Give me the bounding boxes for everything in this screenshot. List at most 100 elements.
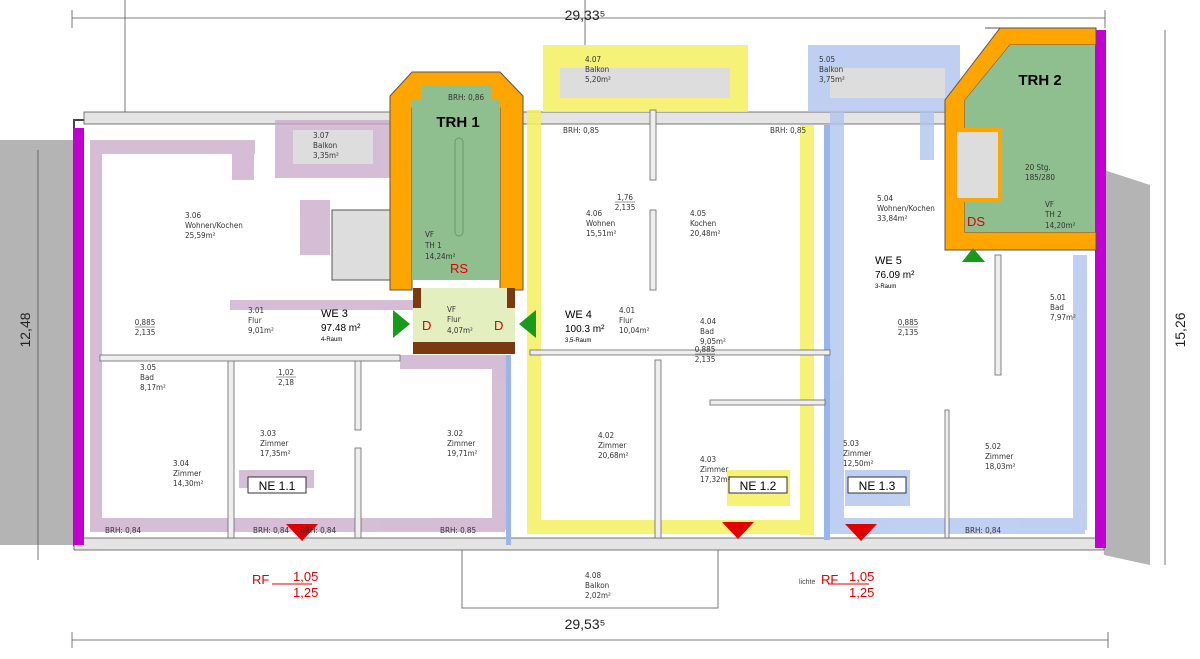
dimension-top: 29,33⁵	[565, 7, 606, 23]
room-number: 5.04	[877, 194, 893, 203]
room-number: 3.04	[173, 459, 189, 468]
balcony-5-05-floor	[830, 68, 945, 98]
room-area: 15,51m²	[586, 229, 617, 238]
room-area: 9,05m²	[700, 337, 726, 346]
room-name: Flur	[619, 316, 633, 325]
room-number: 4.07	[585, 55, 601, 64]
unit-name: WE 4	[565, 309, 592, 321]
balcony-3-07-floor	[293, 130, 373, 164]
room-name: Zimmer	[260, 439, 288, 448]
parapet-height: BRH: 0,84	[105, 526, 142, 535]
rf-1-width: 1,05	[293, 569, 318, 584]
stair-1-label: VF	[425, 230, 434, 239]
ne-label-2: NE 1.2	[740, 479, 777, 493]
party-wall-we4-we5	[824, 125, 830, 540]
room-name: Wohnen/Kochen	[185, 221, 243, 230]
stair-1-room: TH 1	[424, 241, 442, 250]
vestibule-wall-bottom	[413, 342, 515, 354]
rf-2-label: RF	[821, 572, 838, 587]
unit-area: 100.3 m²	[565, 324, 605, 335]
firewall-left	[73, 128, 84, 545]
room-number: 5.05	[819, 55, 835, 64]
vestibule-area: 4,07m²	[447, 326, 473, 335]
room-name: Wohnen	[586, 219, 615, 228]
unit-we5: WE 5 76.09 m² 3-Raum	[875, 255, 915, 290]
door-height: 2,135	[695, 355, 716, 364]
door-size-labels: 0,8852,1351,762,1350,8852,1350,8852,1351…	[135, 193, 919, 387]
dimension-lines	[37, 0, 1166, 648]
room-name: Bad	[140, 373, 154, 382]
parapet-height: BRH: 0,85	[770, 126, 806, 135]
vestibule-name: Flur	[447, 315, 461, 324]
room-number: 5.01	[1050, 293, 1066, 302]
stair-1-title: TRH 1	[436, 114, 479, 131]
ne-label-3: NE 1.3	[859, 479, 896, 493]
room-number: 3.07	[313, 131, 329, 140]
vestibule-door-left: D	[422, 318, 431, 333]
parapet-height: BRH: 0,86	[448, 93, 485, 102]
dimension-left: 12,48	[17, 312, 33, 347]
room-number: 5.03	[843, 439, 859, 448]
door-height: 2,135	[615, 203, 636, 212]
entry-icon-we5	[962, 248, 985, 262]
door-height: 2,135	[898, 328, 919, 337]
room-name: Balkon	[313, 141, 337, 150]
balcony-4-07-floor	[560, 68, 730, 98]
room-area: 20,68m²	[598, 451, 629, 460]
room-area: 3,75m²	[819, 75, 845, 84]
stair-1-floor	[412, 100, 500, 280]
room-name: Kochen	[690, 219, 716, 228]
stair-2-label: VF	[1045, 200, 1054, 209]
room-area: 19,71m²	[447, 449, 478, 458]
stair-2-area: 14,20m²	[1045, 221, 1076, 230]
room-area: 33,84m²	[877, 214, 908, 223]
rescue-window-icon-ne12	[722, 522, 754, 539]
room-number: 3.02	[447, 429, 463, 438]
unit-name: WE 3	[321, 308, 348, 320]
parapet-height: BRH: 0,84	[253, 526, 290, 535]
room-number: 4.01	[619, 306, 635, 315]
room-name: Balkon	[585, 581, 609, 590]
door-width: 1,02	[278, 368, 294, 377]
room-number: 3.06	[185, 211, 201, 220]
room-area: 12,50m²	[843, 459, 874, 468]
room-area: 3,35m²	[313, 151, 339, 160]
unit-type: 3,5-Raum	[565, 338, 591, 344]
room-name: Bad	[1050, 303, 1064, 312]
unit-area: 97.48 m²	[321, 323, 361, 334]
vestibule-wall-left	[413, 288, 421, 308]
elevator-shaft-2	[953, 128, 1002, 202]
room-name: Zimmer	[598, 441, 626, 450]
front-wall	[73, 537, 1105, 551]
parapet-height: BRH: 0,84	[965, 526, 1002, 535]
room-area: 20,48m²	[690, 229, 721, 238]
vestibule-label: VF	[447, 305, 456, 314]
room-number: 3.01	[248, 306, 264, 315]
ne-box-2	[728, 476, 788, 494]
unit-type: 4-Raum	[321, 337, 342, 343]
door-width: 0,885	[898, 318, 919, 327]
room-name: Zimmer	[843, 449, 871, 458]
dimension-right: 15,26	[1172, 312, 1188, 347]
door-height: 2,135	[135, 328, 156, 337]
room-number: 5.02	[985, 442, 1001, 451]
ne-label-1: NE 1.1	[259, 479, 296, 493]
rescue-window-icon-ne11	[286, 524, 318, 541]
room-area: 25,59m²	[185, 231, 216, 240]
room-name: Balkon	[585, 65, 609, 74]
balcony-4-08	[461, 549, 719, 609]
entry-icon-we4	[519, 310, 536, 338]
room-number: 4.03	[700, 455, 716, 464]
neighbor-building-left	[0, 140, 74, 545]
room-name: Zimmer	[447, 439, 475, 448]
room-name: Wohnen/Kochen	[877, 204, 935, 213]
rear-wall	[83, 111, 1097, 125]
vestibule	[413, 288, 515, 348]
rf-2-width: 1,05	[849, 569, 874, 584]
room-name: Zimmer	[985, 452, 1013, 461]
ne-box-1	[247, 476, 307, 494]
room-name: Balkon	[819, 65, 843, 74]
